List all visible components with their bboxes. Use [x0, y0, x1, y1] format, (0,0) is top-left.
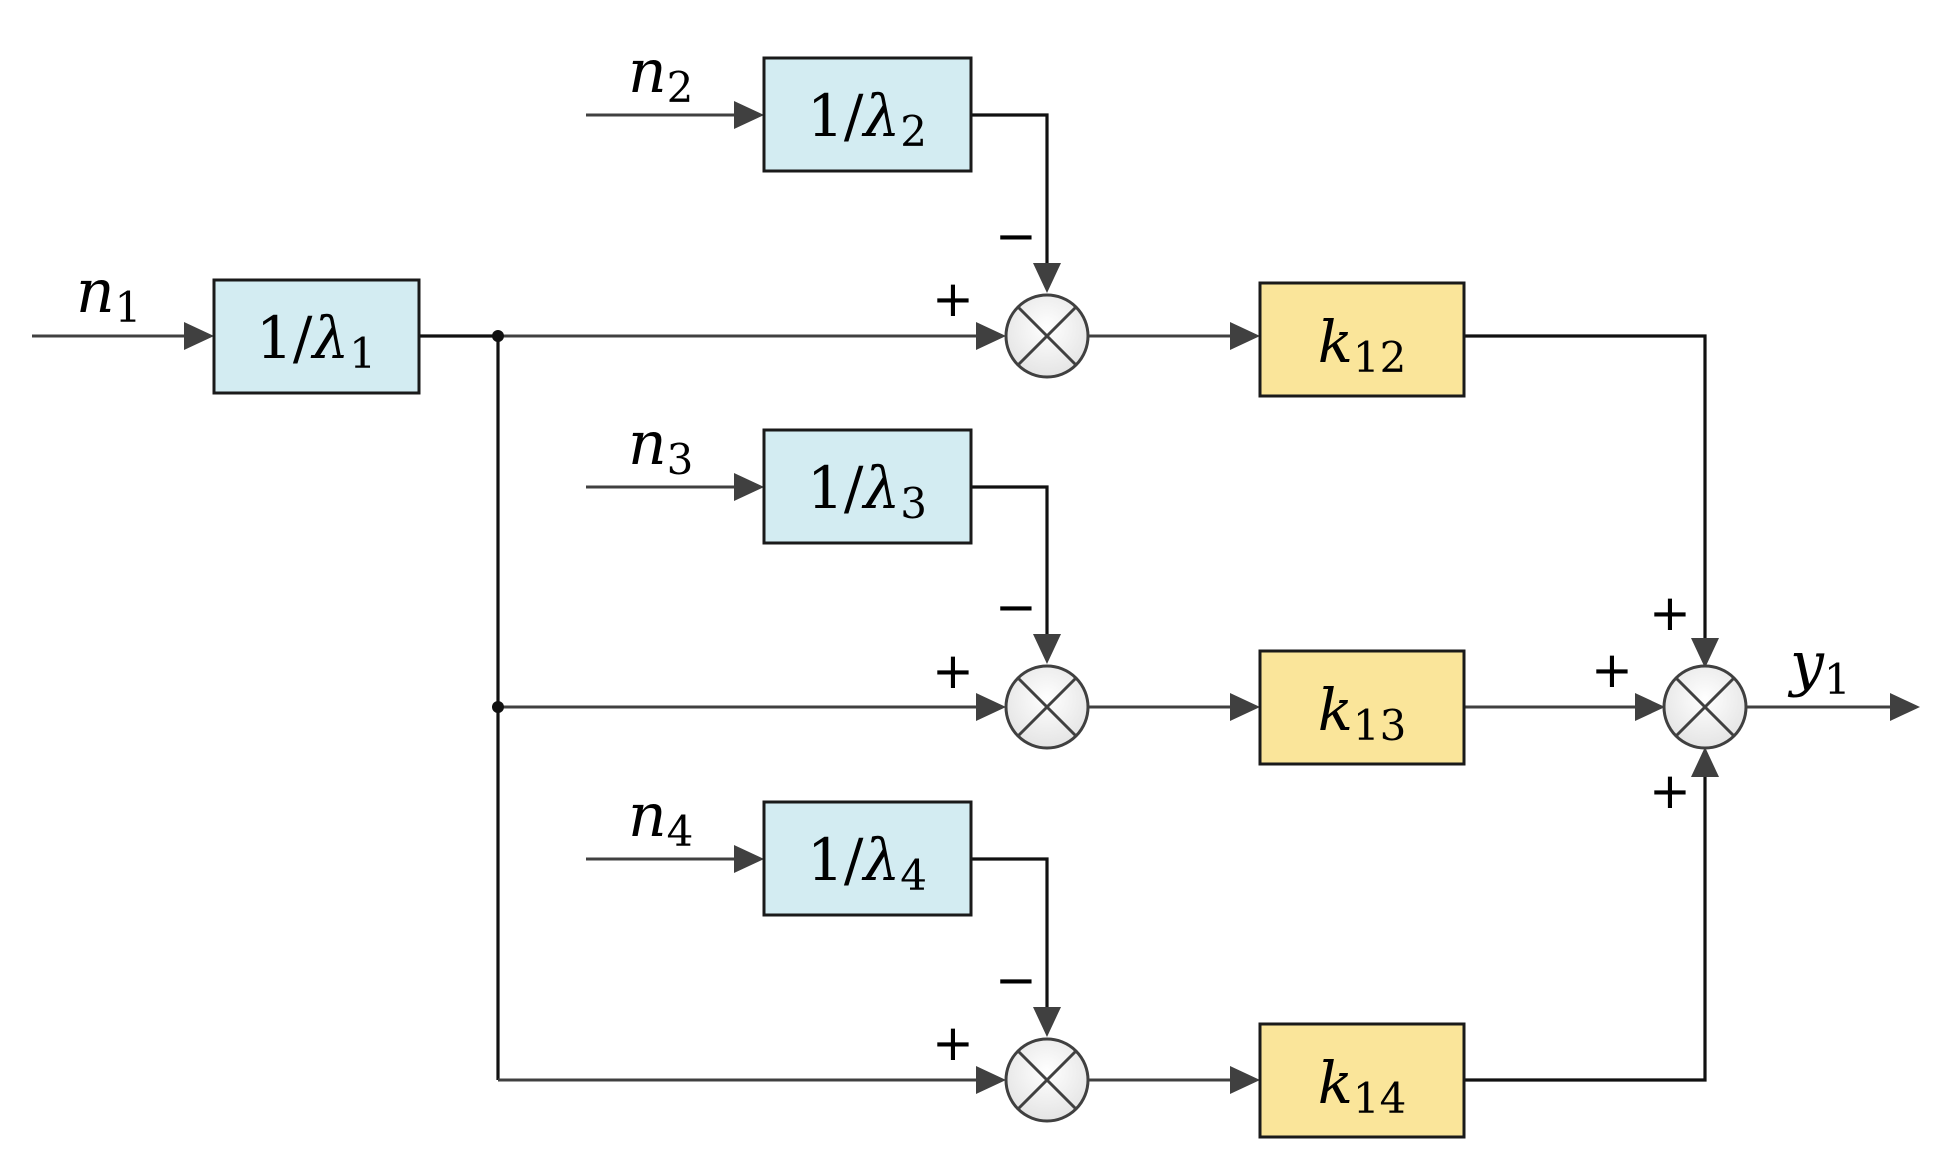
arrowhead [734, 473, 764, 501]
arrowhead [734, 845, 764, 873]
lambda-2-sub: 2 [900, 107, 927, 156]
label-y1: y1 [1787, 629, 1851, 704]
block-lambda-2: 1/λ2 [762, 56, 973, 173]
k14-sub: 14 [1353, 1074, 1406, 1123]
summing-junction-3 [1004, 1037, 1090, 1123]
svg-text:1/λ3: 1/λ3 [807, 454, 927, 528]
label-n4: n4 [628, 781, 693, 856]
svg-text:1/λ4: 1/λ4 [807, 826, 927, 900]
block-lambda-1: 1/λ1 [212, 278, 421, 395]
wire-l4-out [971, 857, 1049, 1014]
arrowhead [976, 1066, 1006, 1094]
k14-base: k [1318, 1049, 1353, 1117]
lambda-1-symbol: λ [310, 304, 349, 372]
label-n1: n1 [76, 257, 141, 332]
block-gain-k12: k12 [1258, 281, 1466, 398]
arrowhead [1691, 638, 1719, 668]
block-lambda-3: 1/λ3 [762, 428, 973, 545]
wire-k14-out [1464, 770, 1707, 1082]
arrowhead [734, 101, 764, 129]
arrowhead [1033, 263, 1061, 293]
arrowhead [1890, 693, 1920, 721]
summing-junction-output [1662, 664, 1748, 750]
sign-minus-sum1: − [995, 207, 1037, 265]
lambda-3-sub: 3 [900, 479, 927, 528]
wire-l2-out [971, 113, 1049, 270]
arrowhead [1230, 693, 1260, 721]
lambda-block-2-box [762, 56, 973, 173]
sign-plus-sum2: + [932, 642, 974, 700]
branch-dot [492, 330, 504, 342]
sign-plus-out-bottom: + [1649, 762, 1691, 820]
k12-base: k [1318, 308, 1353, 376]
lambda-3-prefix: 1/ [807, 454, 864, 522]
lambda-4-symbol: λ [861, 826, 900, 894]
gain-block-k13-box [1258, 649, 1466, 766]
arrowhead [1691, 747, 1719, 777]
lambda-1-prefix: 1/ [256, 304, 313, 372]
sign-plus-out-left: + [1591, 641, 1633, 699]
svg-text:k13: k13 [1318, 676, 1407, 750]
summing-junction-2 [1004, 664, 1090, 750]
sign-minus-sum2: − [995, 578, 1037, 636]
summing-junction-1 [1004, 293, 1090, 379]
svg-text:k12: k12 [1318, 308, 1407, 382]
k13-sub: 13 [1353, 701, 1406, 750]
lambda-3-symbol: λ [861, 454, 900, 522]
gain-block-k14-box [1258, 1022, 1466, 1139]
svg-text:k14: k14 [1318, 1049, 1407, 1123]
branch-dot [492, 701, 504, 713]
lambda-2-prefix: 1/ [807, 82, 864, 150]
block-lambda-4: 1/λ4 [762, 800, 973, 917]
block-gain-k14: k14 [1258, 1022, 1466, 1139]
lambda-4-sub: 4 [900, 851, 927, 900]
lambda-block-3-box [762, 428, 973, 545]
gain-block-k12-box [1258, 281, 1466, 398]
lambda-block-1-box [212, 278, 421, 395]
block-gain-k13: k13 [1258, 649, 1466, 766]
svg-text:1/λ2: 1/λ2 [807, 82, 927, 156]
arrowhead [1230, 1066, 1260, 1094]
k12-sub: 12 [1353, 333, 1406, 382]
sign-plus-out-top: + [1649, 584, 1691, 642]
lambda-2-symbol: λ [861, 82, 900, 150]
label-n3: n3 [628, 409, 693, 484]
lambda-block-4-box [762, 800, 973, 917]
sign-minus-sum3: − [995, 951, 1037, 1009]
sign-plus-sum1: + [932, 270, 974, 328]
arrowhead [1635, 693, 1665, 721]
sign-plus-sum3: + [932, 1014, 974, 1072]
label-n2: n2 [628, 37, 693, 112]
svg-text:1/λ1: 1/λ1 [256, 304, 376, 378]
arrowhead [1033, 634, 1061, 664]
arrowhead [1230, 322, 1260, 350]
k13-base: k [1318, 676, 1353, 744]
arrowhead [976, 693, 1006, 721]
lambda-4-prefix: 1/ [807, 826, 864, 894]
arrowhead [976, 322, 1006, 350]
arrowhead [184, 322, 214, 350]
wire-k12-out [1464, 334, 1707, 645]
wire-l3-out [971, 485, 1049, 641]
lambda-1-sub: 1 [349, 329, 376, 378]
arrowhead [1033, 1007, 1061, 1037]
